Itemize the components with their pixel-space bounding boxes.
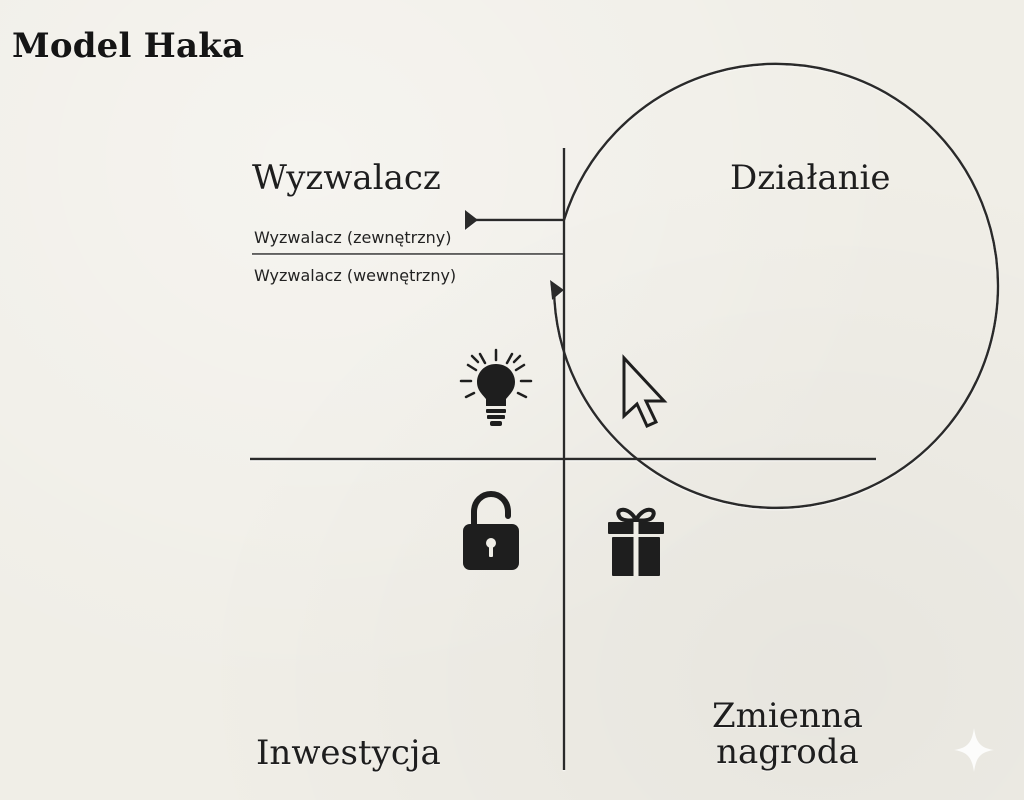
- gift-icon: [608, 507, 664, 576]
- lightbulb-icon: [459, 348, 533, 426]
- action-quadrant-label: Działanie: [730, 158, 891, 198]
- external-trigger-arrow: [465, 210, 478, 230]
- reward-label-line1: Zmienna: [712, 696, 863, 736]
- reward-label-line2: nagroda: [716, 732, 859, 772]
- sparkle-icon: [954, 728, 994, 772]
- unlocked-padlock-icon: [463, 490, 519, 570]
- page-title: Model Haka: [12, 26, 245, 66]
- hook-loop: [552, 62, 1000, 510]
- reward-quadrant-label: Zmienna nagroda: [712, 698, 863, 770]
- internal-trigger-arrow: [550, 280, 564, 300]
- external-trigger-label: Wyzwalacz (zewnętrzny): [254, 228, 452, 247]
- cursor-icon: [622, 354, 668, 428]
- investment-quadrant-label: Inwestycja: [256, 733, 441, 773]
- trigger-quadrant-label: Wyzwalacz: [252, 158, 441, 198]
- internal-trigger-label: Wyzwalacz (wewnętrzny): [254, 266, 457, 285]
